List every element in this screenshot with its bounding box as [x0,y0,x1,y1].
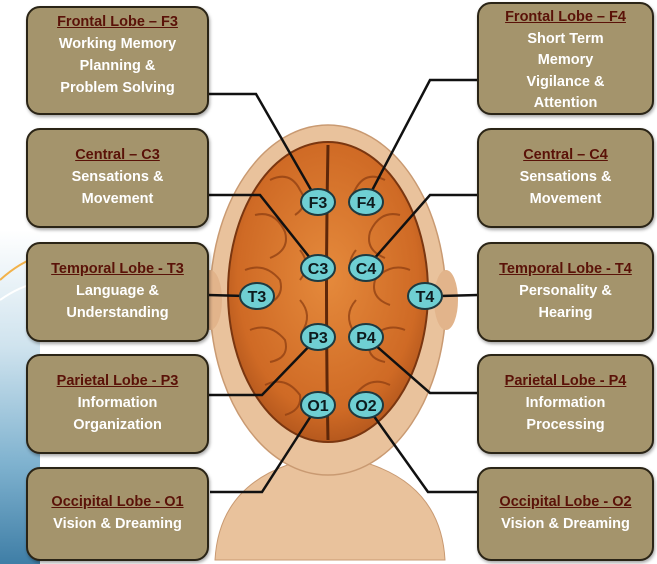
connector-p4 [365,336,478,395]
electrode-marker [407,282,443,310]
electrode-f4: F4 [348,188,384,216]
region-title-t4: Temporal Lobe - T4 [499,261,632,277]
region-line: Vision & Dreaming [53,516,182,532]
connector-f3 [208,92,320,203]
region-title-o1: Occipital Lobe - O1 [51,494,184,510]
electrode-label: F3 [309,195,328,212]
electrode-marker [300,323,336,351]
connector-f4 [364,78,478,203]
electrode-marker [348,254,384,282]
region-box-c3: Central – C3 Sensations & Movement [26,128,209,228]
electrode-p3: P3 [300,323,336,351]
electrode-t4: T4 [407,282,443,310]
electrode-o1: O1 [300,391,336,419]
electrode-marker [239,282,275,310]
region-box-f4: Frontal Lobe – F4 Short Term Memory Vigi… [477,2,654,115]
region-box-t4: Temporal Lobe - T4 Personality & Hearing [477,242,654,342]
electrode-marker [348,323,384,351]
region-line: Movement [529,191,602,207]
region-line: Processing [526,417,605,433]
electrode-label: P3 [308,330,328,347]
region-box-f3: Frontal Lobe – F3 Working Memory Plannin… [26,6,209,115]
electrode-marker [300,391,336,419]
connector-c4 [365,193,478,269]
region-title-p4: Parietal Lobe - P4 [504,373,627,389]
region-line: Vigilance & [526,73,605,90]
region-line: Personality & [519,283,612,299]
electrode-label: O1 [307,398,328,415]
region-box-p3: Parietal Lobe - P3 Information Organizat… [26,354,209,454]
connector-lines [207,78,479,494]
electrode-marker [348,188,384,216]
region-line: Information [525,395,606,411]
region-box-p4: Parietal Lobe - P4 Information Processin… [477,354,654,454]
region-title-o2: Occipital Lobe - O2 [499,494,632,510]
region-title-f3: Frontal Lobe – F3 [57,14,178,30]
electrode-label: C4 [356,261,377,278]
connector-p3 [208,336,319,397]
region-title-c4: Central – C4 [523,147,608,163]
electrode-label: C3 [308,261,329,278]
region-line: Movement [81,191,154,207]
region-line: Organization [73,417,162,433]
connector-t3 [207,293,246,298]
electrode-marker [348,391,384,419]
region-line: Information [77,395,158,411]
electrode-marker [300,254,336,282]
region-box-o2: Occipital Lobe - O2 Vision & Dreaming [477,467,654,561]
electrode-label: P4 [356,330,376,347]
electrode-c3: C3 [300,254,336,282]
region-box-t3: Temporal Lobe - T3 Language & Understand… [26,242,209,342]
right-ear [434,270,458,330]
region-title-p3: Parietal Lobe - P3 [56,373,179,389]
connector-o1 [210,404,320,494]
region-title-c3: Central – C3 [75,147,160,163]
electrode-label: T4 [416,289,435,306]
region-line: Attention [533,95,598,111]
region-line: Planning & [79,58,156,74]
region-line: Problem Solving [60,80,175,96]
connector-t4 [439,293,479,298]
electrode-p4: P4 [348,323,384,351]
region-line: Memory [537,52,594,68]
region-box-o1: Occipital Lobe - O1 Vision & Dreaming [26,467,209,561]
connector-o2 [364,404,478,494]
electrode-c4: C4 [348,254,384,282]
region-title-f4: Frontal Lobe – F4 [505,9,626,25]
electrode-o2: O2 [348,391,384,419]
electrode-t3: T3 [239,282,275,310]
electrode-label: O2 [355,398,376,415]
electrode-label: F4 [357,195,376,212]
region-title-t3: Temporal Lobe - T3 [51,261,184,277]
electrode-label: T3 [248,289,267,306]
region-line: Short Term [527,30,604,47]
connector-c3 [208,193,319,269]
region-box-c4: Central – C4 Sensations & Movement [477,128,654,228]
region-line: Vision & Dreaming [501,516,630,532]
region-line: Hearing [538,305,593,321]
electrode-marker [300,188,336,216]
region-line: Language & [76,283,159,299]
region-line: Working Memory [58,36,177,52]
region-line: Sensations & [519,169,612,185]
region-line: Sensations & [71,169,164,185]
region-line: Understanding [66,305,169,321]
electrode-f3: F3 [300,188,336,216]
